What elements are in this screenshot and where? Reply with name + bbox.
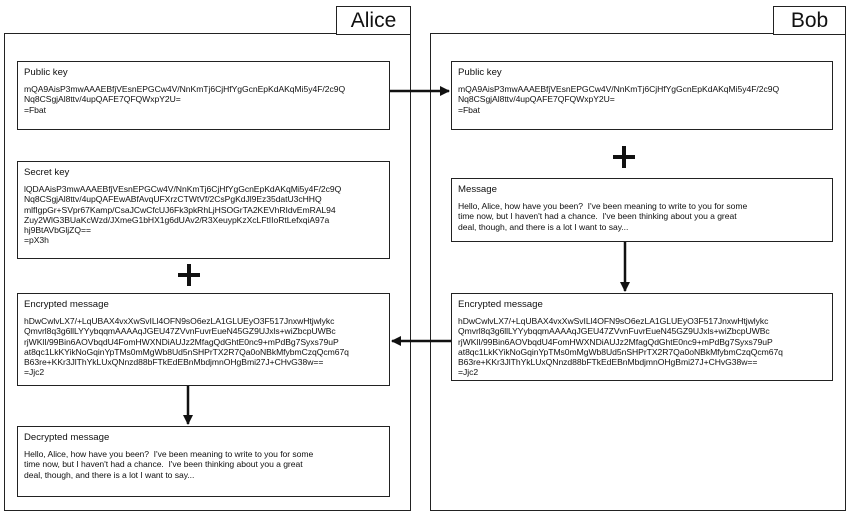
- alice-encrypted-message-title: Encrypted message: [24, 299, 109, 310]
- bob-message-box: Message Hello, Alice, how have you been?…: [451, 178, 833, 242]
- bob-encrypted-message-value: hDwCwlvLX7/+LqUBAX4vxXwSvILl4OFN9sO6ezLA…: [458, 316, 783, 378]
- bob-public-key-title: Public key: [458, 67, 502, 78]
- alice-secret-key-box: Secret key lQDAAisP3mwAAAEBfjVEsnEPGCw4V…: [17, 161, 390, 259]
- bob-plus-icon: [613, 146, 635, 168]
- bob-encrypted-message-title: Encrypted message: [458, 299, 543, 310]
- alice-decrypted-message-title: Decrypted message: [24, 432, 110, 443]
- bob-encrypted-message-box: Encrypted message hDwCwlvLX7/+LqUBAX4vxX…: [451, 293, 833, 381]
- bob-message-value: Hello, Alice, how have you been? I've be…: [458, 201, 748, 232]
- alice-public-key-box: Public key mQA9AisP3mwAAAEBfjVEsnEPGCw4V…: [17, 61, 390, 130]
- alice-encrypted-message-value: hDwCwlvLX7/+LqUBAX4vxXwSvILl4OFN9sO6ezLA…: [24, 316, 349, 378]
- alice-decrypted-message-value: Hello, Alice, how have you been? I've be…: [24, 449, 314, 480]
- alice-decrypted-message-box: Decrypted message Hello, Alice, how have…: [17, 426, 390, 497]
- alice-secret-key-value: lQDAAisP3mwAAAEBfjVEsnEPGCw4V/NnKmTj6CjH…: [24, 184, 342, 246]
- bob-public-key-box: Public key mQA9AisP3mwAAAEBfjVEsnEPGCw4V…: [451, 61, 833, 130]
- bob-message-title: Message: [458, 184, 497, 195]
- alice-secret-key-title: Secret key: [24, 167, 70, 178]
- alice-label: Alice: [336, 6, 411, 35]
- alice-public-key-value: mQA9AisP3mwAAAEBfjVEsnEPGCw4V/NnKmTj6CjH…: [24, 84, 346, 115]
- alice-encrypted-message-box: Encrypted message hDwCwlvLX7/+LqUBAX4vxX…: [17, 293, 390, 386]
- bob-label: Bob: [773, 6, 846, 35]
- alice-public-key-title: Public key: [24, 67, 68, 78]
- bob-public-key-value: mQA9AisP3mwAAAEBfjVEsnEPGCw4V/NnKmTj6CjH…: [458, 84, 780, 115]
- alice-plus-icon: [178, 264, 200, 286]
